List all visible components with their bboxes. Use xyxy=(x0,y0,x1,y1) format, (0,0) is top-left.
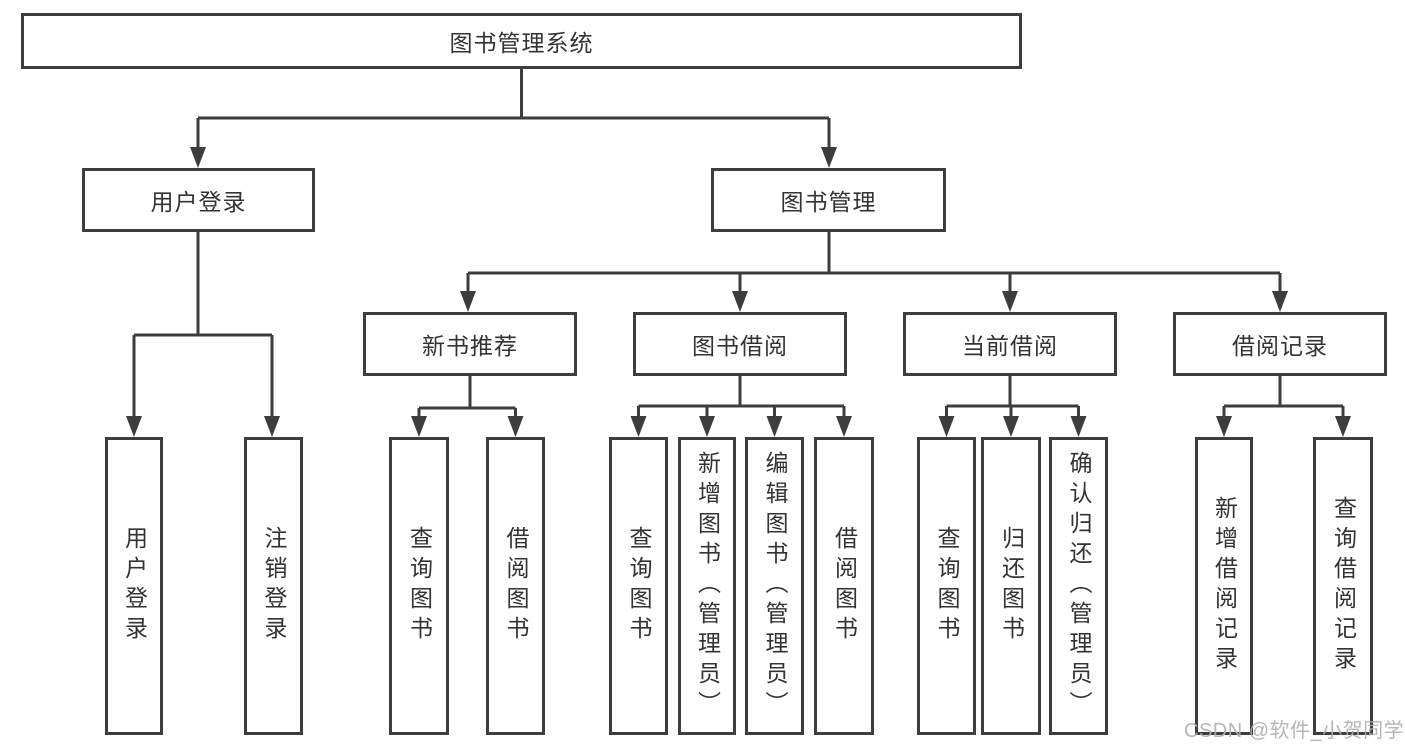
leaf-borrow-books: 借阅图书 xyxy=(814,437,874,735)
leaf-label: 编辑图书（管理员） xyxy=(762,451,788,721)
node-user-login: 用户登录 xyxy=(82,168,315,232)
leaf-label: 新增图书（管理员） xyxy=(694,451,721,721)
leaf-add-borrow-record: 新增借阅记录 xyxy=(1195,437,1253,735)
leaf-confirm-return-admin: 确认归还（管理员） xyxy=(1049,437,1108,735)
leaf-label: 用户登录 xyxy=(121,526,148,646)
leaf-label: 查询图书 xyxy=(626,526,652,646)
leaf-label: 查询借阅记录 xyxy=(1330,496,1357,676)
leaf-label: 新增借阅记录 xyxy=(1211,496,1238,676)
leaf-query-books: 查询图书 xyxy=(389,437,449,735)
node-new-book-recommendation: 新书推荐 xyxy=(363,312,577,376)
node-book-borrowing: 图书借阅 xyxy=(633,312,847,376)
leaf-query-borrow-record: 查询借阅记录 xyxy=(1313,437,1373,735)
leaf-label: 注销登录 xyxy=(261,526,287,646)
node-current-borrowing: 当前借阅 xyxy=(903,312,1117,376)
leaf-edit-books-admin: 编辑图书（管理员） xyxy=(745,437,804,735)
leaf-label: 确认归还（管理员） xyxy=(1066,451,1092,721)
leaf-return-books: 归还图书 xyxy=(981,437,1041,735)
leaf-add-books-admin: 新增图书（管理员） xyxy=(678,437,736,735)
leaf-query-books: 查询图书 xyxy=(917,437,976,735)
node-book-management: 图书管理 xyxy=(711,168,946,232)
leaf-borrow-books: 借阅图书 xyxy=(486,437,545,735)
leaf-label: 借阅图书 xyxy=(503,526,529,646)
leaf-query-books: 查询图书 xyxy=(609,437,668,735)
node-library-system: 图书管理系统 xyxy=(21,13,1022,69)
leaf-label: 借阅图书 xyxy=(831,526,858,646)
leaf-label: 查询图书 xyxy=(406,526,433,646)
leaf-label: 查询图书 xyxy=(934,526,960,646)
watermark: CSDN @软件_小贺同学 xyxy=(1184,720,1405,742)
leaf-user-login: 用户登录 xyxy=(105,437,163,735)
leaf-label: 归还图书 xyxy=(998,526,1025,646)
node-borrowing-records: 借阅记录 xyxy=(1173,312,1387,376)
leaf-logout: 注销登录 xyxy=(244,437,303,735)
